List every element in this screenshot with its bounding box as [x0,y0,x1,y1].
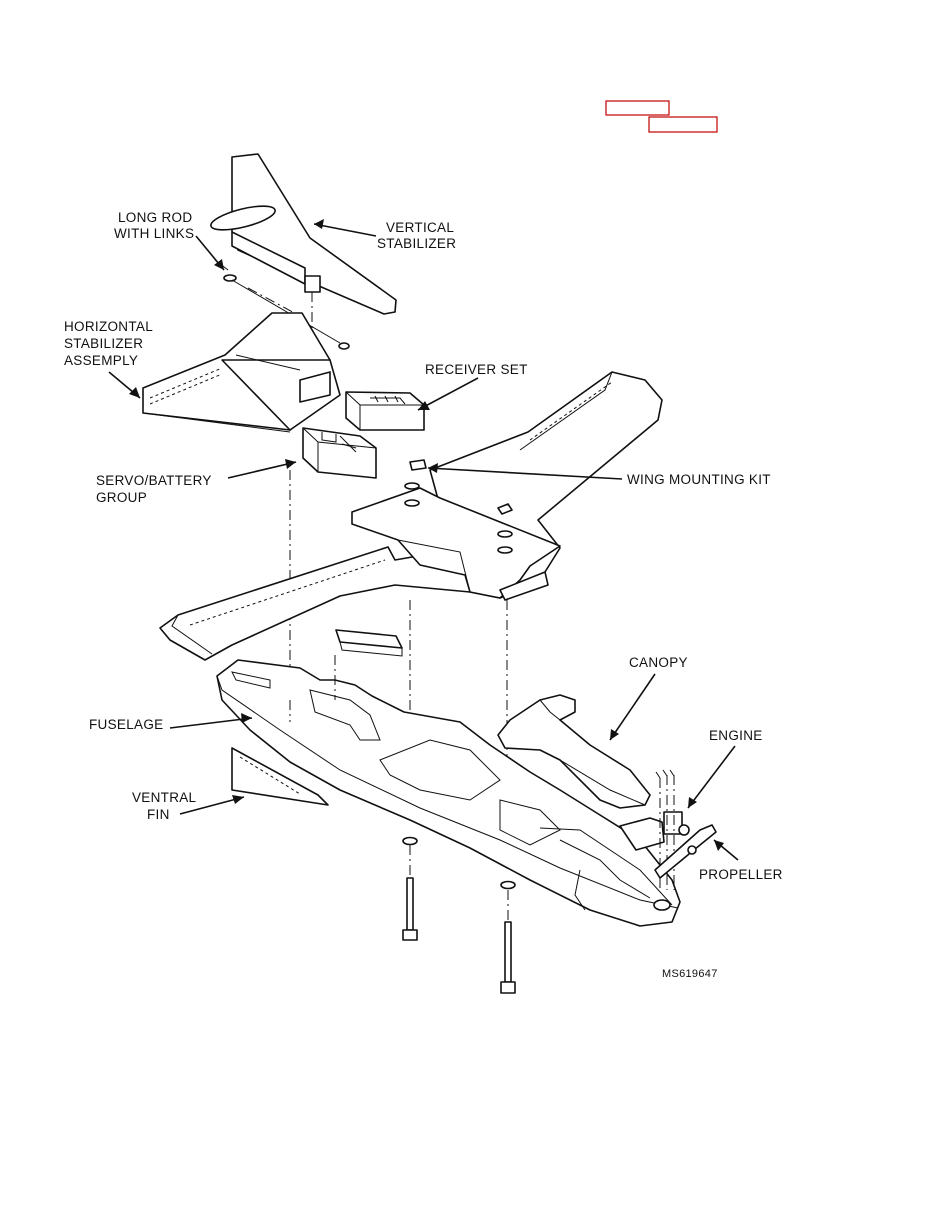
figure-id: MS619647 [662,968,718,980]
label-long-rod-1: LONG ROD [118,210,192,225]
label-fuselage: FUSELAGE [89,717,163,732]
label-vertical-stabilizer-2: STABILIZER [377,236,456,251]
label-vertical-stabilizer-1: VERTICAL [386,220,454,235]
leader-lines [108,219,739,861]
engine-drawing [619,769,690,890]
label-engine: ENGINE [709,728,763,743]
ventral-fin-drawing [231,747,329,806]
label-canopy: CANOPY [629,655,688,670]
label-horizontal-stabilizer-1: HORIZONTAL [64,319,153,334]
vertical-stabilizer-drawing [210,153,397,380]
reference-link-box-1[interactable] [605,100,670,116]
label-propeller: PROPELLER [699,867,783,882]
reference-link-box-2[interactable] [648,116,718,133]
mounting-bolts-drawing [402,836,516,994]
label-ventral-fin-1: VENTRAL [132,790,197,805]
label-receiver-set: RECEIVER SET [425,362,528,377]
receiver-set-drawing [345,391,425,431]
label-servo-battery-1: SERVO/BATTERY [96,473,212,488]
label-ventral-fin-2: FIN [147,807,170,822]
canopy-pad-drawing [335,629,403,649]
propeller-drawing [654,824,717,879]
long-rod-drawing [214,259,350,350]
label-servo-battery-2: GROUP [96,490,147,505]
label-horizontal-stabilizer-2: STABILIZER [64,336,143,351]
horizontal-stabilizer-drawing [142,312,341,433]
label-wing-mounting-kit: WING MOUNTING KIT [627,472,771,487]
label-long-rod-2: WITH LINKS [114,226,194,241]
canopy-drawing [497,694,651,809]
label-horizontal-stabilizer-3: ASSEMPLY [64,353,138,368]
wing-drawing [159,371,663,800]
